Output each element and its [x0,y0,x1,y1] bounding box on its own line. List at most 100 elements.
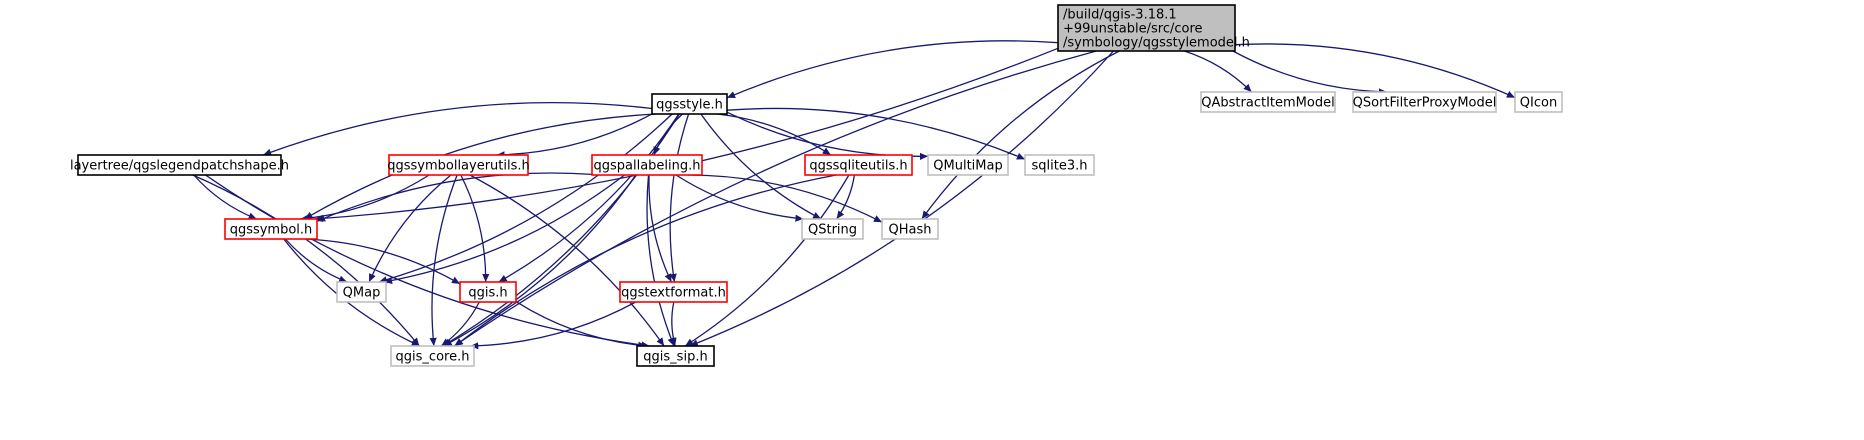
edge-root-to-qgssymbol [314,47,1059,223]
node-pallabeling-label: qgspallabeling.h [593,159,700,174]
edges-layer [192,40,1516,350]
node-qstring-box [801,218,864,240]
node-qgis-label: qgis.h [468,286,507,301]
node-symbollayerutils-label: qgssymbollayerutils.h [387,159,530,174]
node-sqlite3[interactable]: sqlite3.h [1024,154,1095,176]
node-qsortfilterproxymodel-box [1352,91,1497,113]
edge-symbollayerutils-to-qgiscore [429,174,458,347]
node-qmap-label: QMap [343,286,381,301]
nodes-layer: /build/qgis-3.18.1+99unstable/src/core/s… [70,4,1563,367]
node-textformat-box [619,281,728,303]
edge-qgsstyle-to-qmap [378,113,673,284]
node-qabstractitemmodel-box [1200,91,1336,113]
edge-legendpatch-to-qgissip [205,174,650,349]
node-qgiscore[interactable]: qgis_core.h [390,345,475,367]
node-qmultimap-box [927,154,1009,176]
node-sqliteutils-label: qgssqliteutils.h [809,159,907,174]
edge-qgsstyle-to-qgis [498,113,680,283]
node-legendpatch[interactable]: layertree/qgslegendpatchshape.h [70,154,289,176]
edge-sqliteutils-to-qstring [836,174,856,220]
node-sqlite3-label: sqlite3.h [1032,159,1088,174]
edge-symbollayerutils-to-qgis [460,174,490,283]
edge-textformat-to-qgissip [669,301,677,347]
node-legendpatch-box [77,154,282,176]
node-qabstractitemmodel-label: QAbstractItemModel [1201,96,1334,111]
edge-root-to-qhash [921,50,1120,220]
node-pallabeling[interactable]: qgspallabeling.h [591,154,703,176]
edge-pallabeling-to-qgiscore [443,174,637,347]
node-qmap-box [336,281,387,303]
edge-qgsstyle-to-sqlite3 [726,107,1026,160]
node-qhash[interactable]: QHash [881,218,939,240]
node-qgissip[interactable]: qgis_sip.h [636,345,715,367]
edge-legendpatch-to-qgiscore [192,174,420,347]
edge-qgssymbol-to-qgis [305,238,461,285]
node-root-box [1057,4,1236,52]
node-qabstractitemmodel[interactable]: QAbstractItemModel [1200,91,1336,113]
node-qmap[interactable]: QMap [336,281,387,303]
edge-root-to-qicon [1234,43,1516,99]
edge-pallabeling-to-qmap [383,174,625,285]
edge-root-to-qgsstyle [726,40,1059,99]
node-qgssymbol[interactable]: qgssymbol.h [224,218,318,240]
node-textformat[interactable]: qgstextformat.h [619,281,728,303]
node-qmultimap[interactable]: QMultiMap [927,154,1009,176]
node-root-label: +99unstable/src/core [1063,22,1203,37]
node-qgiscore-label: qgis_core.h [396,350,470,365]
edge-pallabeling-to-qstring [675,174,804,222]
node-symbollayerutils[interactable]: qgssymbollayerutils.h [387,154,530,176]
edge-pallabeling-to-textformat [648,174,672,283]
node-qgssymbol-label: qgssymbol.h [230,223,313,238]
edge-root-to-qabstractitemmodel [1184,50,1253,93]
edge-textformat-to-qgiscore [470,301,637,350]
node-qgissip-box [636,345,715,367]
node-qhash-box [881,218,939,240]
node-qsortfilterproxymodel-label: QSortFilterProxyModel [1353,96,1497,111]
node-qgiscore-box [390,345,475,367]
node-qgsstyle[interactable]: qgsstyle.h [651,93,728,115]
edge-qgsstyle-to-textformat [669,113,690,283]
edge-qgsstyle-to-qmultimap [726,111,929,160]
node-symbollayerutils-box [388,154,529,176]
edge-qgsstyle-to-qgiscore [442,113,680,347]
edge-symbollayerutils-to-qmap [368,174,452,283]
node-legendpatch-label: layertree/qgslegendpatchshape.h [70,159,289,174]
node-qgssymbol-box [224,218,318,240]
node-root[interactable]: /build/qgis-3.18.1+99unstable/src/core/s… [1057,4,1250,52]
node-qmultimap-label: QMultiMap [933,159,1002,174]
edge-qgsstyle-to-sqliteutils [717,113,832,156]
node-qicon-label: QIcon [1520,96,1557,111]
node-sqlite3-box [1024,154,1095,176]
edge-symbollayerutils-to-qgissip [469,174,665,347]
node-qhash-label: QHash [889,223,932,238]
edge-qgsstyle-to-symbollayerutils [496,113,653,159]
edge-symbollayerutils-to-qgssymbol [300,174,430,222]
edge-root-to-qsortfilterproxymodel [1232,50,1387,96]
edge-qgis-to-qgiscore [440,301,480,347]
edge-pallabeling-to-qgssymbol [316,172,593,222]
node-qstring[interactable]: QString [801,218,864,240]
edge-pallabeling-to-qgissip [646,174,675,347]
node-root-label: /build/qgis-3.18.1 [1063,8,1177,23]
node-sqliteutils[interactable]: qgssqliteutils.h [804,154,913,176]
node-root-label: /symbology/qgsstylemodel.h [1063,36,1250,51]
edge-legendpatch-to-qgssymbol [193,174,257,220]
edge-qgssymbol-to-qmap [284,238,348,283]
node-qgsstyle-label: qgsstyle.h [656,98,723,113]
node-qsortfilterproxymodel[interactable]: QSortFilterProxyModel [1352,91,1497,113]
edge-qgsstyle-to-qgssymbol [304,113,657,220]
edge-qgis-to-qgissip [515,301,647,349]
node-qgissip-label: qgis_sip.h [643,350,707,365]
node-sqliteutils-box [804,154,913,176]
node-qgis[interactable]: qgis.h [459,281,517,303]
node-qicon[interactable]: QIcon [1514,91,1563,113]
edge-root-to-qgissip [689,50,1114,347]
node-textformat-label: qgstextformat.h [621,286,726,301]
node-qgsstyle-box [651,93,728,115]
edge-root-to-qgiscore [453,50,1097,347]
edge-qgsstyle-to-legendpatch [262,101,653,156]
edge-sqliteutils-to-qgissip [684,174,850,347]
edge-qgsstyle-to-qstring [700,113,822,220]
edge-pallabeling-to-qhash [688,174,883,223]
